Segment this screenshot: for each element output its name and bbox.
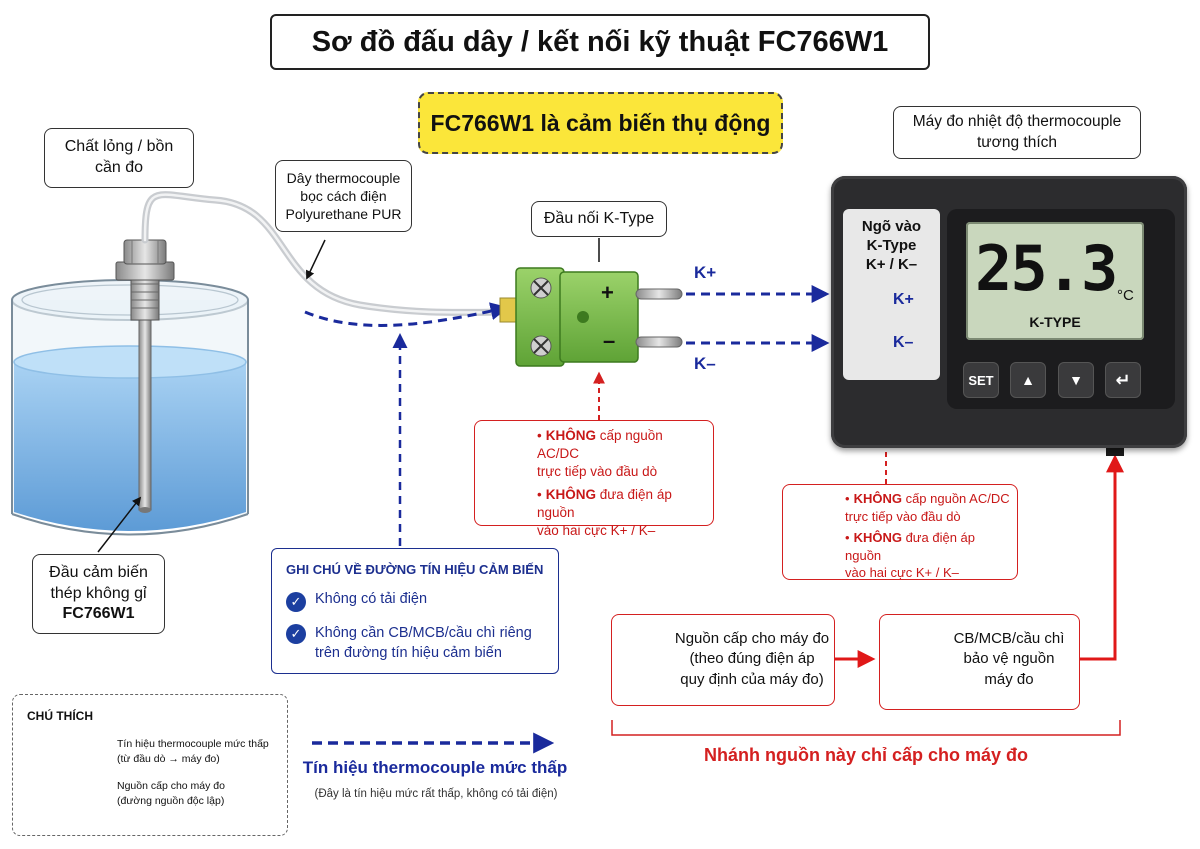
page-title: Sơ đồ đấu dây / kết nối kỹ thuật FC766W1	[270, 14, 930, 70]
connector-label: Đầu nối K-Type	[531, 201, 667, 237]
meter-input-panel	[843, 209, 940, 380]
check-icon: ✓	[286, 624, 306, 644]
enter-button[interactable]: ↵	[1105, 362, 1141, 398]
signal-kminus-label: K–	[694, 354, 716, 373]
signal-kplus-label: K+	[694, 263, 717, 282]
power-branch-note: Nhánh nguồn này chỉ cấp cho máy đo	[703, 745, 1029, 765]
passive-sensor-note: FC766W1 là cảm biến thụ động	[418, 92, 783, 154]
connector-plus-symbol: +	[601, 280, 614, 305]
low-signal-title: Tín hiệu thermocouple mức thấp	[302, 758, 568, 777]
power-line-to-meter	[1080, 454, 1124, 661]
signal-note-item: ✓ Không có tải điện	[286, 591, 427, 612]
legend-title: CHÚ THÍCH	[27, 709, 93, 723]
meter-lcd	[966, 222, 1144, 340]
k-type-connector	[499, 267, 683, 367]
set-button[interactable]: SET	[963, 362, 999, 398]
probe	[115, 239, 175, 513]
signal-note-box: GHI CHÚ VỀ ĐƯỜNG TÍN HIỆU CẢM BIẾN ✓ Khô…	[271, 548, 559, 674]
connector-minus-symbol: –	[603, 328, 616, 353]
meter-terminal-kplus: K+	[893, 291, 914, 308]
liquid-tank	[11, 279, 249, 536]
meter-unit: °C	[1117, 287, 1134, 304]
low-signal-subtitle: (Đây là tín hiệu mức rất thấp, không có …	[314, 788, 558, 800]
meter-terminal-kminus: K–	[893, 334, 914, 351]
down-button[interactable]: ▼	[1058, 362, 1094, 398]
meter-type: K-TYPE	[1029, 314, 1081, 330]
legend-signal-text: Tín hiệu thermocouple mức thấp(từ đầu dò…	[117, 738, 269, 766]
check-icon: ✓	[286, 592, 306, 612]
meter-reading: 25.3	[975, 232, 1118, 305]
legend-power-text: Nguồn cấp cho máy đo(đường nguồn độc lập…	[117, 780, 225, 808]
signal-path-cable	[304, 302, 509, 327]
signal-note-title: GHI CHÚ VỀ ĐƯỜNG TÍN HIỆU CẢM BIẾN	[286, 562, 544, 577]
legend-box: CHÚ THÍCH Tín hiệu thermocouple mức thấp…	[12, 694, 288, 836]
up-button[interactable]: ▲	[1010, 362, 1046, 398]
